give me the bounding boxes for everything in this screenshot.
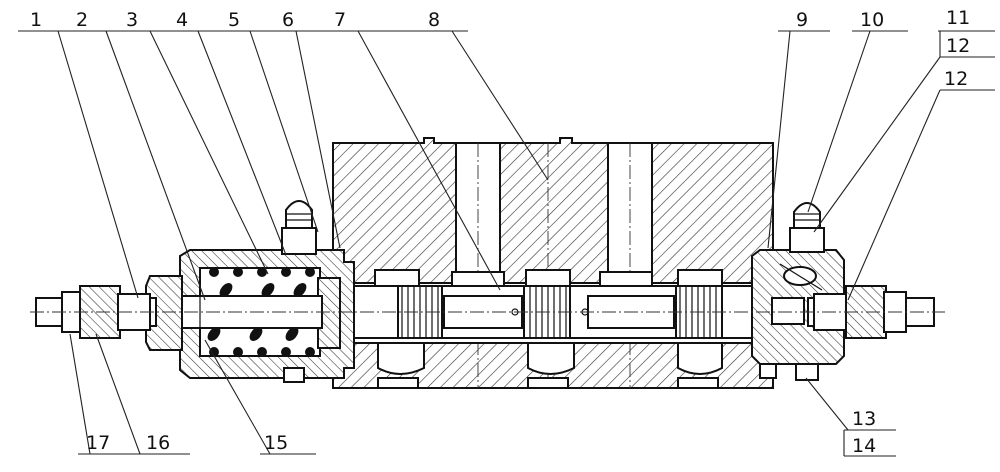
callout-label-boxed: 12	[946, 35, 970, 57]
callout-label: 3	[126, 9, 138, 31]
right-end-cap	[751, 202, 845, 381]
callout-label: 5	[228, 9, 240, 31]
callout-labels: 1 2 3 4 5 6 7 8 9 10 11 12 12 17 16 15 1…	[30, 7, 970, 457]
callout-label: 1	[30, 9, 42, 31]
callout-label: 8	[428, 9, 440, 31]
callout-label: 9	[796, 9, 808, 31]
callout-label: 17	[86, 432, 110, 454]
left-bleed-plug	[281, 200, 317, 383]
callout-label: 14	[852, 435, 876, 457]
callout-label: 13	[852, 408, 876, 430]
callout-label: 15	[264, 432, 288, 454]
spring-coils	[207, 267, 315, 357]
callout-label: 10	[860, 9, 884, 31]
leader-lines	[18, 30, 995, 457]
callout-label: 11	[946, 7, 970, 29]
left-vertical-port	[455, 142, 501, 274]
callout-label: 2	[76, 9, 88, 31]
callout-label: 4	[176, 9, 188, 31]
valve-body	[332, 137, 774, 389]
callout-label: 7	[334, 9, 346, 31]
callout-label: 16	[146, 432, 170, 454]
callout-label: 12	[944, 68, 968, 90]
callout-label: 6	[282, 9, 294, 31]
